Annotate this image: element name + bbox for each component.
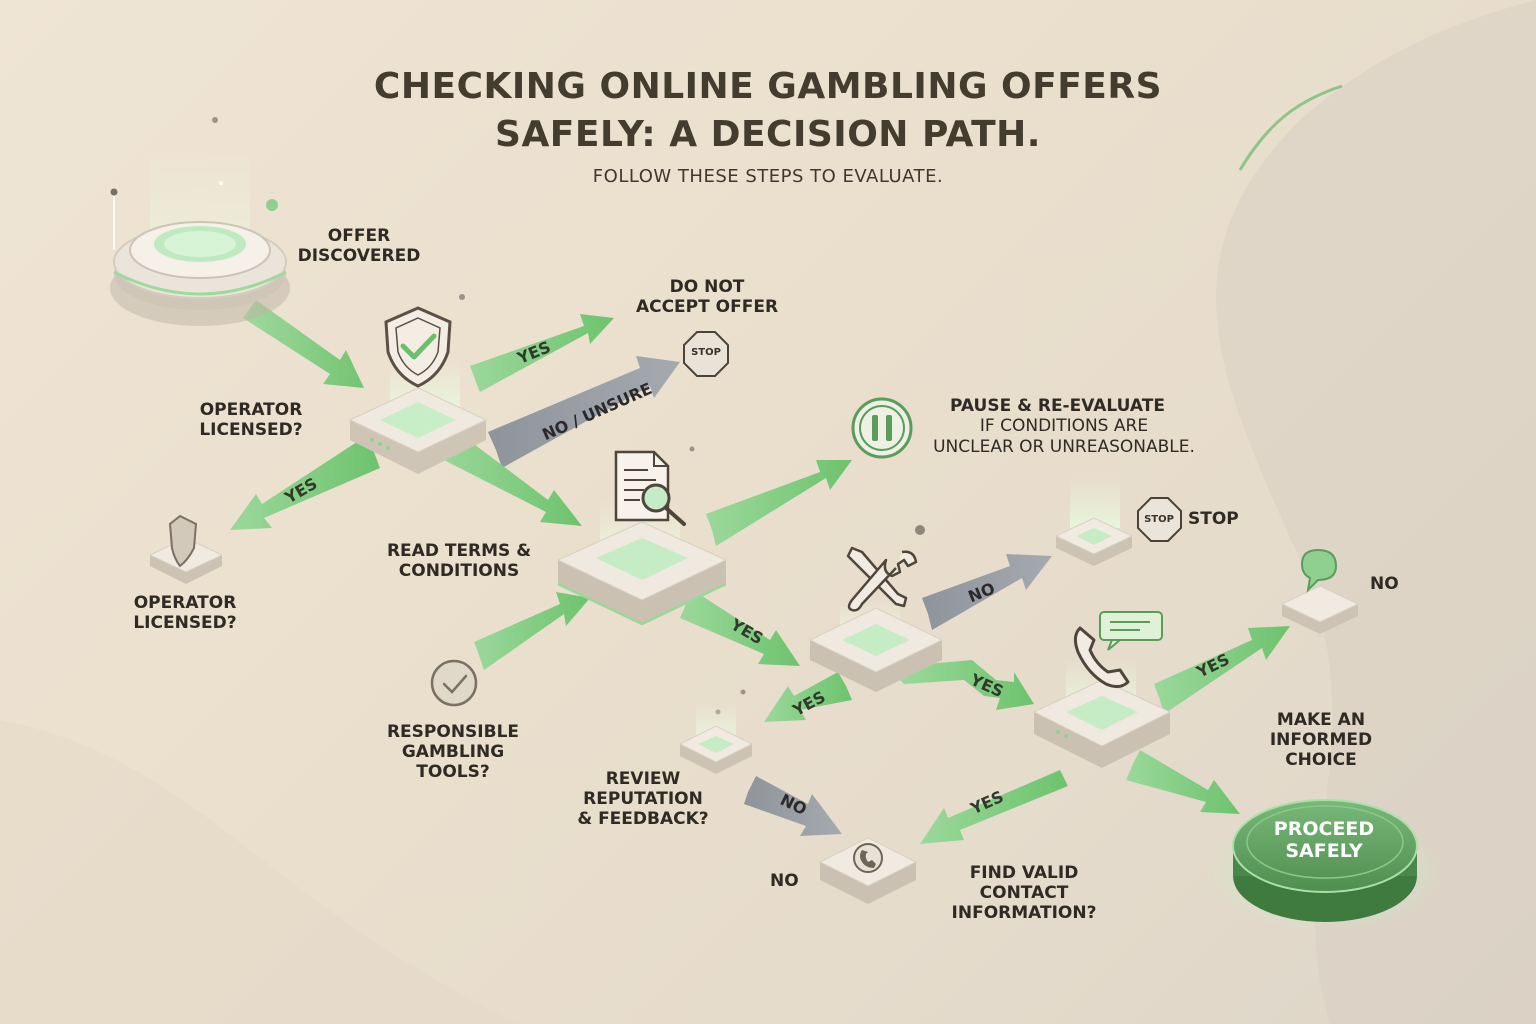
shield-check-icon (384, 306, 452, 388)
proceed-safely-button-shape (1205, 799, 1445, 932)
arrow-licensed-to-read-terms (432, 426, 582, 526)
operator-licensed-node (348, 360, 488, 474)
stop-node (1054, 478, 1134, 566)
arrow-hub-yes-to-phone (920, 770, 1068, 844)
label-read-terms: READ TERMS &CONDITIONS (386, 541, 532, 581)
document-search-icon (614, 450, 686, 526)
arrow-no-unsure-to-stop (488, 356, 680, 468)
background-wave-left (0, 720, 520, 1024)
tools-icon (846, 546, 918, 612)
arrow-no-to-stop (922, 554, 1052, 630)
stop-sign-text-2: STOP (1144, 514, 1174, 525)
stop-sign-icon-2: STOP (1137, 497, 1182, 542)
phone-node (818, 837, 918, 904)
arrow-responsible-to-terms (474, 592, 590, 670)
review-node (678, 702, 754, 774)
label-no-bottom: NO (770, 871, 799, 891)
shield-icon (168, 514, 198, 568)
no-right-node (1280, 548, 1360, 634)
arrow-offer-to-licensed (243, 300, 364, 388)
offer-discovered-node (110, 150, 290, 326)
clock-check-icon (430, 659, 478, 707)
page-title-line2: SAFELY: A DECISION PATH. (495, 114, 1041, 155)
label-stop: STOP (1188, 509, 1239, 529)
arrow-yes-to-operator-licensed-2 (230, 436, 380, 530)
arrow-terms-to-pause (706, 460, 852, 546)
phone-chat-icon (1073, 611, 1163, 689)
arrow-tools-yes-to-contact-hub (900, 660, 1034, 710)
arrow-terms-yes-to-tools (680, 592, 800, 666)
phone-icon (860, 850, 876, 868)
operator-licensed-2-node (148, 514, 224, 584)
label-no-right: NO (1370, 574, 1399, 594)
stop-sign-text: STOP (691, 347, 721, 358)
pause-icon (851, 397, 913, 459)
arrow-yes-to-no-node (1154, 626, 1290, 714)
chat-bubble-icon (1300, 548, 1338, 593)
arrow-hub-to-proceed (1126, 750, 1240, 814)
stop-sign-icon: STOP (683, 331, 729, 377)
arrow-yes-to-do-not-accept (470, 314, 614, 392)
arrow-tools-yes-to-review (764, 672, 852, 722)
page-subtitle: FOLLOW THESE STEPS TO EVALUATE. (592, 166, 944, 187)
read-terms-node (556, 500, 728, 626)
tools-node (808, 600, 944, 692)
decorative-curve (1238, 84, 1343, 171)
page-title-line1: CHECKING ONLINE GAMBLING OFFERS (373, 66, 1163, 107)
background-wave (1216, 0, 1536, 1024)
label-pause-title: PAUSE & RE-EVALUATE (950, 396, 1165, 416)
arrow-review-no-to-phone (744, 776, 842, 836)
